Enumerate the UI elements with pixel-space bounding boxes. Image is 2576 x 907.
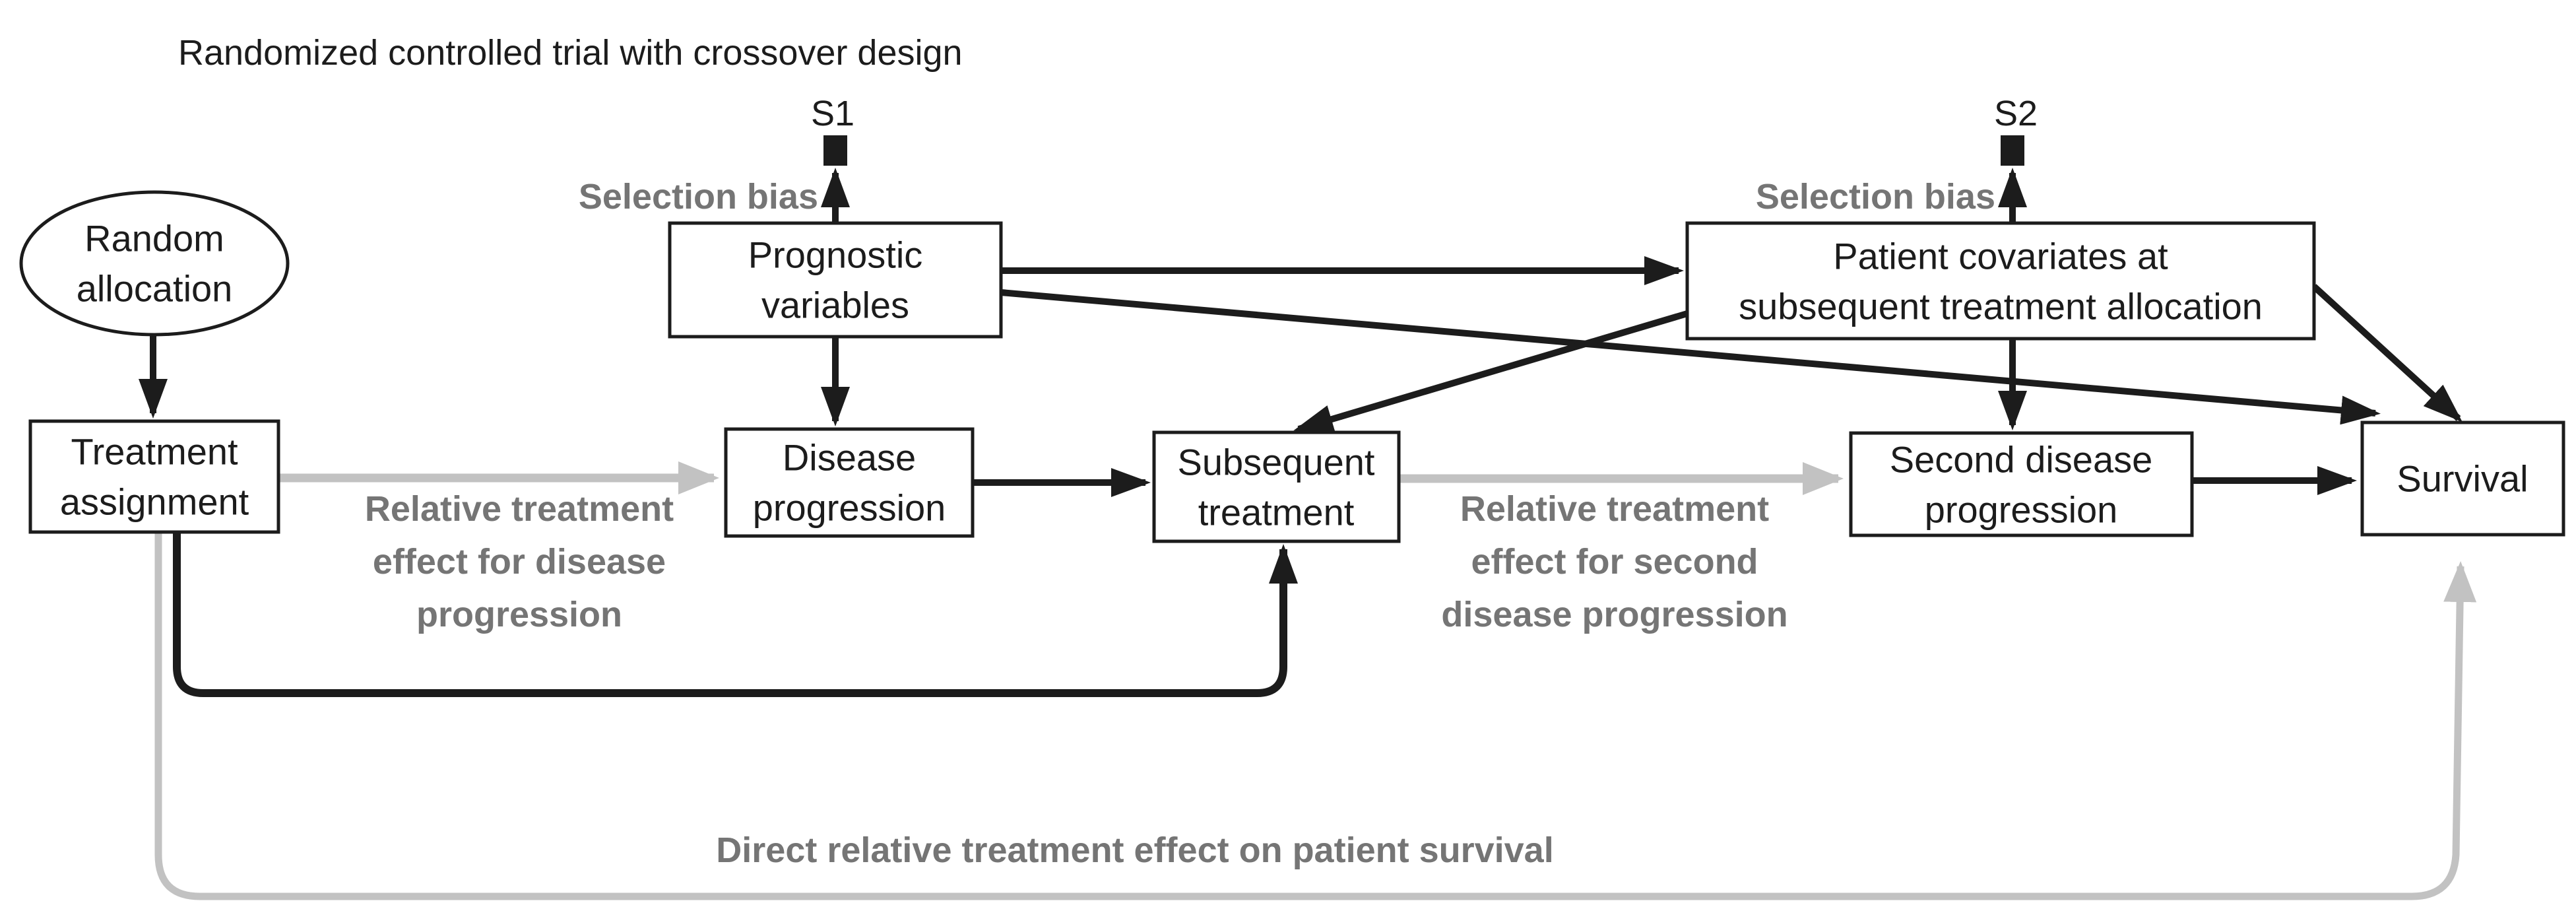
node-treatment-assignment <box>28 419 280 534</box>
relative-effect-first-label: effect for disease <box>373 542 666 582</box>
node-s1-label: S1 <box>811 94 854 133</box>
direct-effect-label: Direct relative treatment effect on pati… <box>716 830 1553 870</box>
node-disease-progression-label: Disease <box>783 437 916 479</box>
node-treatment-assignment-label: Treatment <box>71 431 238 473</box>
node-survival-label: Survival <box>2397 458 2528 500</box>
node-random-allocation-label: Random <box>84 218 224 259</box>
selection-bias-label-1: Selection bias <box>579 177 818 217</box>
node-subsequent-treatment-label: Subsequent <box>1178 442 1375 483</box>
node-random-allocation <box>19 190 290 337</box>
relative-effect-second-label: Relative treatment <box>1460 489 1769 529</box>
node-subsequent-treatment <box>1152 430 1401 543</box>
node-disease-progression-label: progression <box>753 487 946 529</box>
s1-square-icon <box>823 135 847 166</box>
node-prognostic-variables-label: variables <box>761 285 909 326</box>
selection-bias-label-2: Selection bias <box>1756 177 1995 217</box>
relative-effect-second-label: effect for second <box>1471 542 1758 582</box>
edge-treatment-to-survival <box>154 532 2477 900</box>
node-prognostic-variables-label: Prognostic <box>748 234 923 276</box>
edge-prognostic-to-survival <box>1000 289 2381 425</box>
node-treatment-assignment-label: assignment <box>60 481 249 523</box>
figure-title: Randomized controlled trial with crossov… <box>178 33 963 73</box>
node-second-disease-progression-label: Second disease <box>1890 439 2153 481</box>
node-second-disease-progression <box>1849 431 2194 537</box>
node-s2-label: S2 <box>1994 94 2038 133</box>
node-patient-covariates-label: Patient covariates at <box>1833 236 2168 277</box>
relative-effect-second-label: disease progression <box>1441 595 1787 634</box>
node-random-allocation-label: allocation <box>77 268 233 310</box>
node-prognostic-variables <box>668 221 1003 339</box>
node-patient-covariates-label: subsequent treatment allocation <box>1739 286 2263 327</box>
relative-effect-first-label: Relative treatment <box>365 489 674 529</box>
s2-square-icon <box>2001 135 2024 166</box>
node-survival <box>2360 420 2565 537</box>
node-second-disease-progression-label: progression <box>1925 489 2118 531</box>
relative-effect-first-label: progression <box>416 595 622 634</box>
node-subsequent-treatment-label: treatment <box>1198 492 1355 533</box>
edge-covariates-to-survival <box>2311 284 2463 422</box>
node-patient-covariates <box>1685 221 2316 341</box>
edge-treatment-to-subsequent <box>173 532 1298 697</box>
edge-covariates-to-subsequent <box>1293 310 1689 434</box>
node-disease-progression <box>724 427 975 538</box>
